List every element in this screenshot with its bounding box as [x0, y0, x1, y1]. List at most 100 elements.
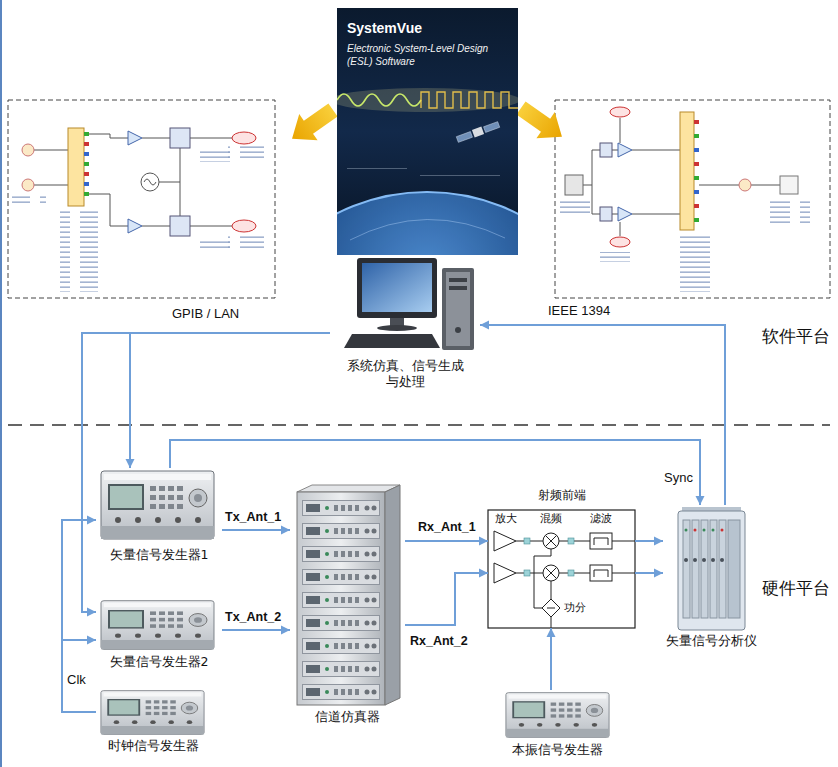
connector-line	[550, 628, 552, 690]
rf-front-end-circuit	[568, 538, 574, 544]
analyzer-chassis	[692, 520, 699, 618]
software-schematic	[8, 100, 275, 298]
computer-icon	[446, 272, 470, 346]
computer-icon	[455, 327, 461, 333]
hardware-schematic	[618, 207, 632, 221]
arrow-head	[654, 537, 663, 546]
connector-line	[62, 520, 96, 712]
connector	[222, 526, 290, 535]
rf-front-end-circuit	[488, 510, 635, 628]
software-box-art	[420, 175, 500, 176]
computer-icon	[442, 268, 474, 350]
hardware-schematic	[694, 190, 699, 194]
software-schematic	[196, 150, 230, 162]
software-box-art	[421, 92, 518, 108]
computer-icon	[449, 278, 467, 282]
node-text: 射频前端	[488, 488, 635, 504]
hardware-schematic	[555, 100, 830, 298]
hardware-schematic	[694, 176, 699, 180]
page-frame	[0, 0, 2, 767]
analyzer-chassis	[684, 558, 688, 562]
computer-icon	[344, 334, 440, 348]
software-schematic	[22, 144, 34, 156]
pointer-arrow	[283, 97, 342, 152]
analyzer-chassis	[694, 529, 697, 532]
connector	[405, 537, 488, 546]
connector-line	[405, 540, 488, 542]
arrow-head	[281, 626, 290, 635]
analyzer-chassis	[702, 558, 706, 562]
emulator-cabinet	[297, 492, 385, 705]
component-label: 功分	[564, 601, 586, 614]
rf-front-end-circuit	[494, 563, 516, 583]
hardware-schematic	[680, 112, 694, 230]
software-box-art	[456, 121, 500, 144]
connector	[635, 537, 663, 546]
arrow-head	[547, 628, 556, 637]
analyzer-chassis	[701, 520, 708, 618]
software-schematic	[196, 238, 230, 250]
arrow-head	[479, 537, 488, 546]
hardware-schematic	[565, 175, 583, 195]
connector	[62, 516, 96, 713]
software-schematic	[144, 179, 156, 185]
connector-line	[480, 325, 725, 505]
emulator-cabinet	[303, 501, 380, 516]
rf-front-end-circuit	[546, 536, 557, 547]
emulator-cabinet	[297, 485, 400, 705]
software-schematic	[228, 234, 264, 248]
rf-front-end-circuit	[590, 565, 612, 581]
analyzer-chassis	[720, 558, 724, 562]
software-box-art	[347, 168, 407, 169]
rf-front-end-circuit	[547, 608, 555, 609]
arrow-head	[696, 496, 705, 505]
rf-front-end-circuit	[524, 538, 530, 544]
computer-icon	[362, 263, 432, 312]
signal-analyzer: 矢量信号分析仪	[663, 505, 760, 655]
signal-label: Sync	[664, 470, 693, 486]
signal-label: Tx_Ant_2	[225, 610, 281, 625]
channel-emulator: 信道仿真器	[290, 483, 405, 733]
software-schematic	[60, 210, 98, 292]
software-schematic	[12, 195, 46, 205]
hardware-schematic	[560, 200, 590, 214]
hardware-schematic	[600, 252, 634, 262]
software-schematic	[141, 173, 159, 191]
rf-front-end-circuit	[543, 565, 559, 581]
signal-label: GPIB / LAN	[172, 306, 239, 322]
emulator-cabinet	[303, 524, 380, 539]
connector-line	[170, 440, 700, 505]
hardware-schematic	[780, 176, 798, 194]
rf-front-end-circuit	[534, 549, 551, 628]
emulator-cabinet	[303, 639, 380, 654]
rf-front-end-circuit	[546, 568, 557, 579]
software-box-art	[337, 94, 421, 106]
connector	[170, 440, 705, 505]
computer-icon	[357, 258, 437, 318]
analyzer-chassis	[678, 507, 745, 630]
pointer-arrow	[512, 95, 571, 150]
hardware-schematic	[610, 237, 630, 247]
hardware-schematic	[618, 143, 632, 157]
analyzer-chassis	[719, 520, 726, 618]
analyzer-chassis	[710, 520, 717, 618]
connector-line	[82, 333, 330, 612]
component-label: 混频	[540, 512, 562, 525]
connector-line	[222, 529, 290, 531]
software-schematic	[128, 219, 142, 233]
pointer-arrow	[512, 95, 571, 150]
signal-label: Tx_Ant_1	[225, 510, 281, 525]
signal-label: Rx_Ant_1	[418, 520, 476, 535]
arrow-head	[87, 636, 96, 645]
connector	[82, 333, 330, 617]
rf-front-end-circuit	[543, 533, 559, 549]
rf-front-end-circuit	[524, 570, 530, 576]
arrow-head	[87, 516, 96, 525]
instrument-icon	[101, 691, 204, 735]
emulator-cabinet	[303, 547, 380, 562]
signal-label: IEEE 1394	[548, 303, 610, 319]
software-box-art	[350, 219, 505, 240]
rf-front-end-circuit	[516, 541, 635, 542]
software-cover: SystemVueElectronic System-Level Design …	[337, 8, 518, 255]
